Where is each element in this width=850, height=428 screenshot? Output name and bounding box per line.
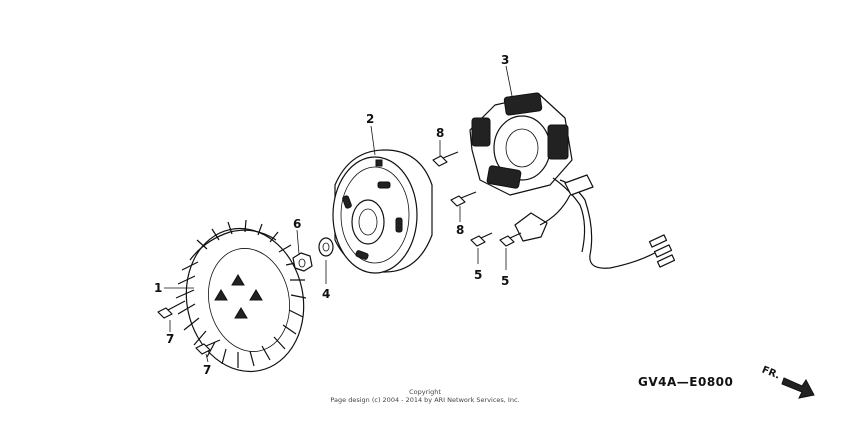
callout-7-upper: 7 [166,332,174,346]
callout-2: 2 [366,112,374,126]
stator-assembly[interactable] [469,92,676,269]
screw-5-right[interactable] [499,232,522,247]
bolt-8-lower[interactable] [450,191,477,207]
flywheel[interactable] [332,149,433,274]
washer-4[interactable] [318,237,334,257]
callout-7-lower: 7 [203,363,211,377]
bolt-7-lower[interactable] [195,339,221,355]
callout-5-right: 5 [501,274,509,288]
screw-5-left[interactable] [470,232,493,247]
callout-4: 4 [322,287,330,301]
callout-8-upper: 8 [436,126,444,140]
leader-lines [164,65,513,363]
callout-8-lower: 8 [456,223,464,237]
flange-nut-6[interactable] [292,252,313,272]
cooling-fan[interactable] [173,218,316,383]
callout-1: 1 [154,281,162,295]
bolt-8-upper[interactable] [432,151,459,167]
copyright-notice: Page design (c) 2004 - 2014 by ARI Netwo… [330,396,519,404]
figure-code: GV4A—E0800 [638,375,733,389]
front-direction-label: FR. [760,365,781,382]
wire-connectors [648,234,676,268]
copyright-title: Copyright [409,388,441,396]
front-direction-arrow-icon [781,377,815,399]
callout-5-left: 5 [474,268,482,282]
callout-6: 6 [293,217,301,231]
bolt-7-upper[interactable] [157,300,186,319]
callout-3: 3 [501,53,509,67]
